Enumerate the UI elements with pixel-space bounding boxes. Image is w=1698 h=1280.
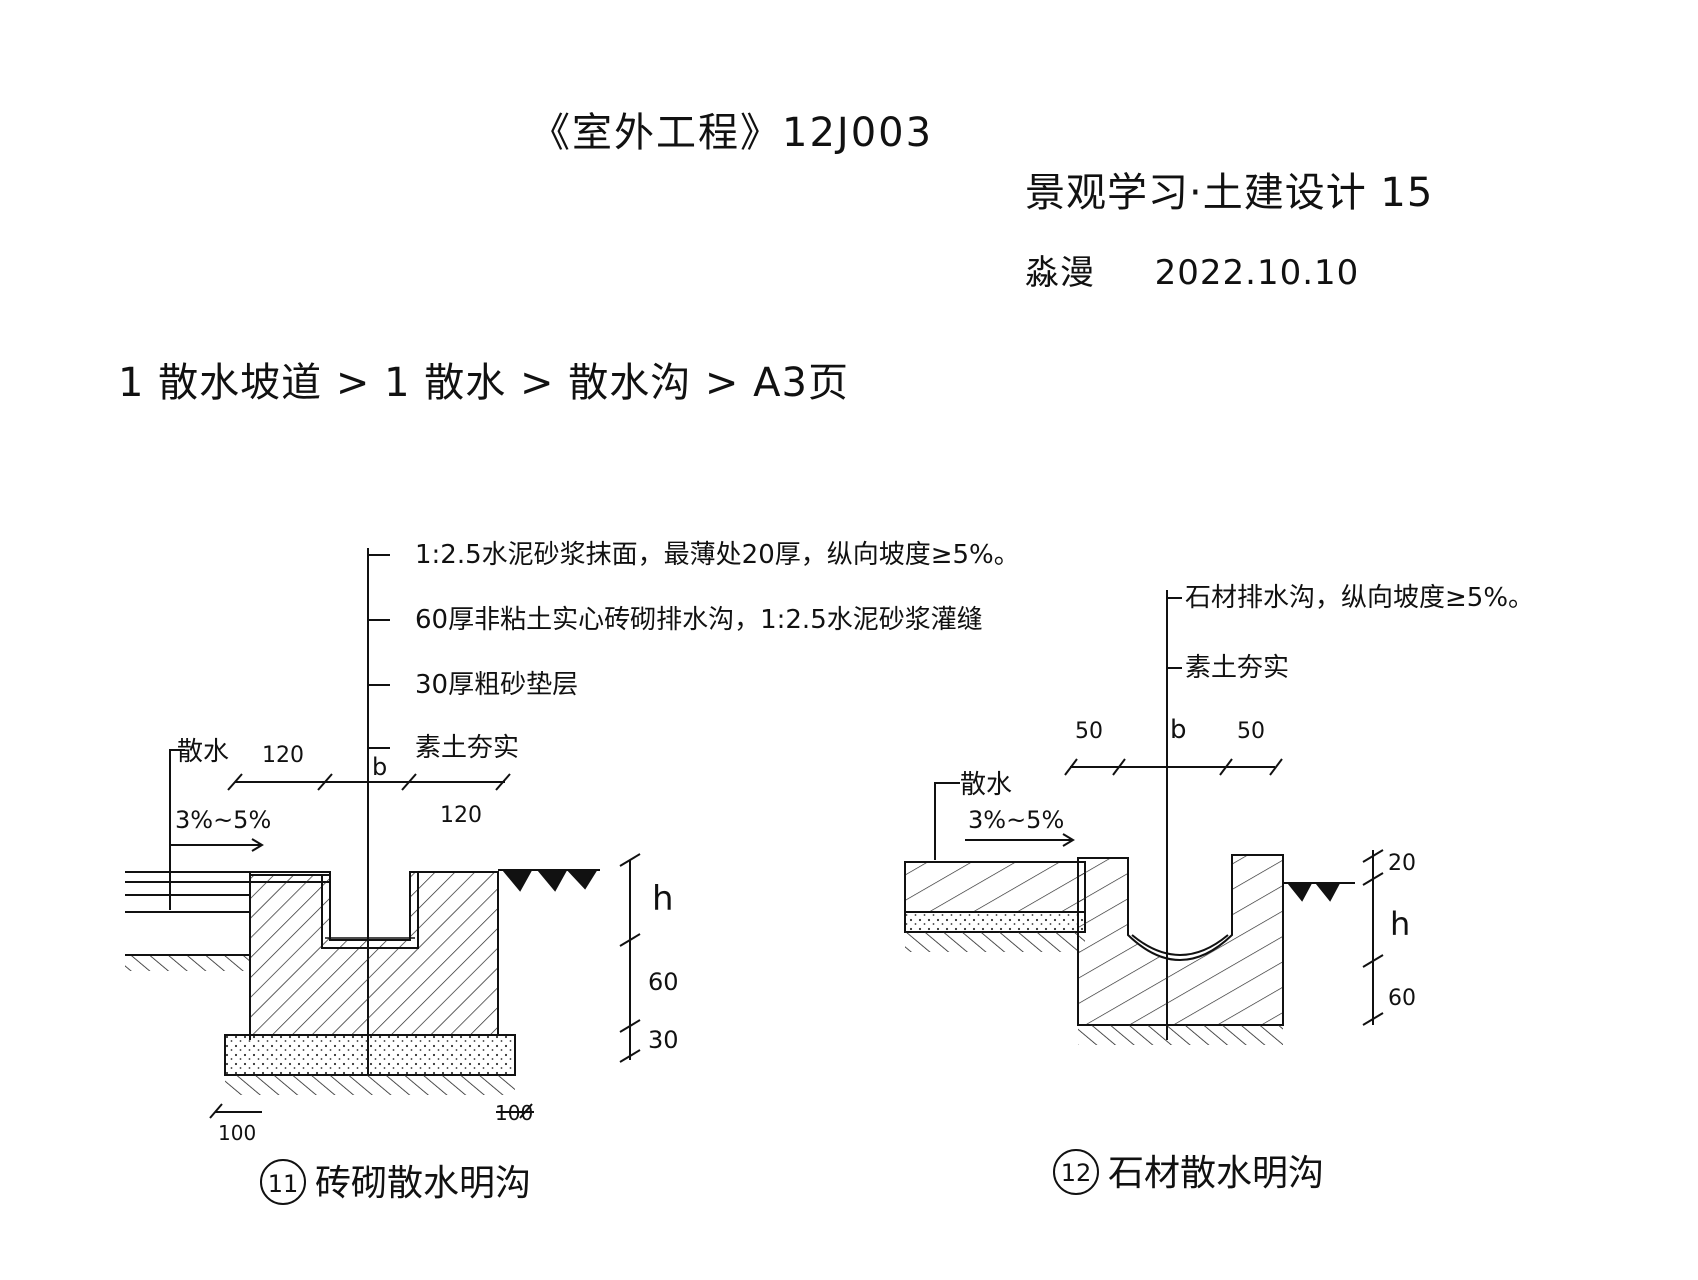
dim-60-label-12: 60: [1388, 986, 1416, 1011]
breadcrumb: 1 散水坡道 > 1 散水 > 散水沟 > A3页: [118, 360, 849, 406]
detail-12-stone-drain: [904, 590, 1384, 1195]
detail-12-number-circle: [1053, 1149, 1099, 1195]
layer-label-12-2: 素土夯实: [1185, 653, 1289, 683]
series-label: 景观学习·土建设计 15: [1025, 170, 1434, 216]
slope-label-12: 3%~5%: [968, 806, 1064, 834]
compacted-soil-12: [1078, 1025, 1283, 1045]
sanshui-label-12: 散水: [960, 770, 1012, 800]
compacted-soil: [225, 1075, 515, 1095]
layer-label-3: 30厚粗砂垫层: [415, 670, 578, 700]
detail-11-brick-drain: [125, 548, 641, 1205]
dim-50-left-label: 50: [1075, 719, 1103, 744]
sand-cushion: [224, 1034, 516, 1076]
slope-label: 3%~5%: [175, 806, 271, 834]
dim-100-left-label: 100: [218, 1121, 256, 1145]
dim-left-label: 120: [262, 743, 304, 768]
drawing-title: 《室外工程》12J003: [530, 110, 934, 156]
author-name: 淼漫: [1025, 253, 1095, 293]
author-date: 淼漫 2022.10.10: [1025, 245, 1359, 294]
dim-b-label-12: b: [1170, 715, 1187, 745]
detail-11-number-circle: [260, 1159, 306, 1205]
dim-50-right-label: 50: [1237, 719, 1265, 744]
detail-11-labels: 1:2.5水泥砂浆抹面，最薄处20厚，纵向坡度≥5%。 60厚非粘土实心砖砌排水…: [175, 540, 1020, 1204]
sanshui-leader-12: [934, 782, 960, 860]
dim-60-label: 60: [648, 968, 679, 996]
apron-12: [904, 861, 1086, 913]
detail-12-caption: 石材散水明沟: [1108, 1153, 1324, 1194]
dim-100-right-label: 100: [495, 1101, 533, 1125]
layer-label-12-1: 石材排水沟，纵向坡度≥5%。: [1185, 583, 1534, 613]
stone-channel-body: [1077, 854, 1284, 1026]
sanshui-label: 散水: [177, 737, 229, 767]
dim-h-label-12: h: [1390, 905, 1410, 943]
date-label: 2022.10.10: [1154, 253, 1360, 293]
layer-label-1: 1:2.5水泥砂浆抹面，最薄处20厚，纵向坡度≥5%。: [415, 540, 1020, 570]
brick-channel-body: [249, 871, 499, 1036]
dim-20-label: 20: [1388, 851, 1416, 876]
detail-11-number: 11: [268, 1170, 299, 1198]
layer-label-2: 60厚非粘土实心砖砌排水沟，1:2.5水泥砂浆灌缝: [415, 605, 983, 635]
detail-12-number: 12: [1061, 1159, 1092, 1187]
sanshui-leader: [169, 749, 185, 910]
dim-h-label: h: [652, 879, 674, 919]
dim-b-label: b: [372, 753, 387, 781]
dim-right-label: 120: [440, 803, 482, 828]
layer-label-4: 素土夯实: [415, 733, 519, 763]
detail-12-labels: 石材排水沟，纵向坡度≥5%。 素土夯实 散水 3%~5% 50 b 50 20 …: [960, 583, 1534, 1194]
dim-30-label: 30: [648, 1026, 679, 1054]
detail-11-caption: 砖砌散水明沟: [315, 1163, 531, 1204]
